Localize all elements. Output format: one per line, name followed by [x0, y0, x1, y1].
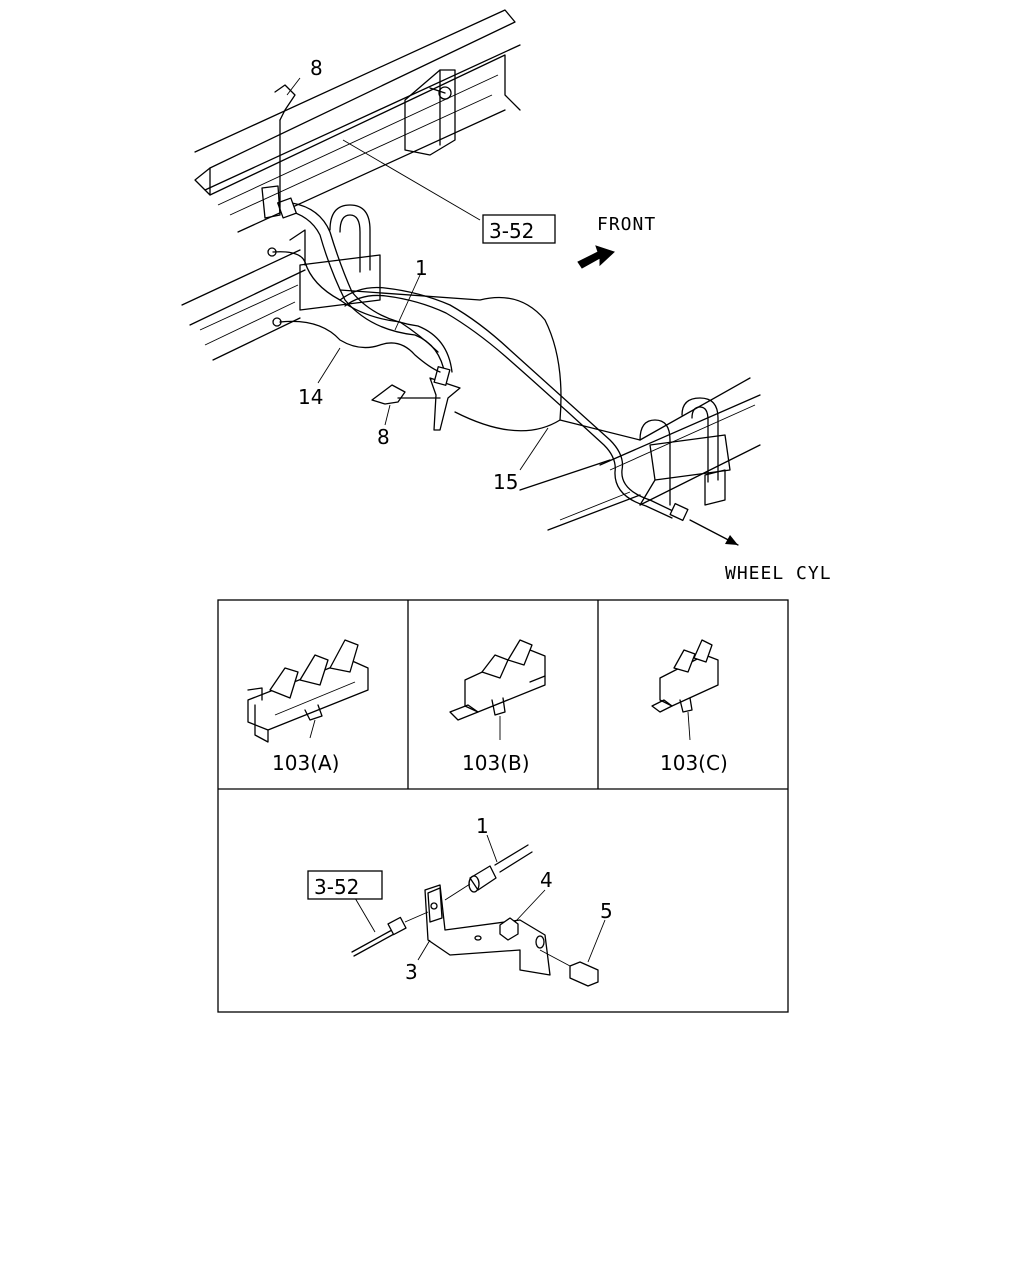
clip-103c — [651, 639, 719, 741]
leader-lines — [286, 77, 549, 471]
callout-detail-hose: 1 — [476, 814, 489, 838]
ref-box-top-label: 3-52 — [489, 219, 534, 243]
axle-housing — [289, 204, 761, 531]
front-arrow-icon — [577, 245, 615, 269]
bracket-detail — [351, 844, 599, 987]
clip-103b-label: 103(B) — [462, 751, 530, 775]
ref-box-detail — [307, 870, 383, 900]
frame-rail — [181, 9, 521, 361]
panel-frame — [217, 599, 789, 1013]
front-label: FRONT — [597, 214, 656, 235]
ref-box-top — [482, 214, 556, 244]
callout-detail-nut: 4 — [540, 868, 553, 892]
clips-8 — [261, 84, 441, 405]
callout-pipe-right: 15 — [493, 470, 518, 494]
clip-103c-label: 103(C) — [660, 751, 728, 775]
wheel-cyl-label: WHEEL CYL — [725, 563, 832, 584]
clip-103b — [449, 639, 546, 740]
detail-leader-lines — [354, 834, 606, 963]
callout-detail-bolt: 5 — [600, 899, 613, 923]
callout-clip-top: 8 — [310, 56, 323, 80]
callout-brake-hose: 1 — [415, 256, 428, 280]
callout-detail-bracket: 3 — [405, 960, 418, 984]
clip-103a-label: 103(A) — [272, 751, 339, 775]
callout-pipe-left: 14 — [298, 385, 323, 409]
clip-103a — [247, 639, 369, 743]
brake-pipes — [267, 247, 739, 546]
ref-box-detail-label: 3-52 — [314, 875, 359, 899]
callout-clip-bottom: 8 — [377, 425, 390, 449]
